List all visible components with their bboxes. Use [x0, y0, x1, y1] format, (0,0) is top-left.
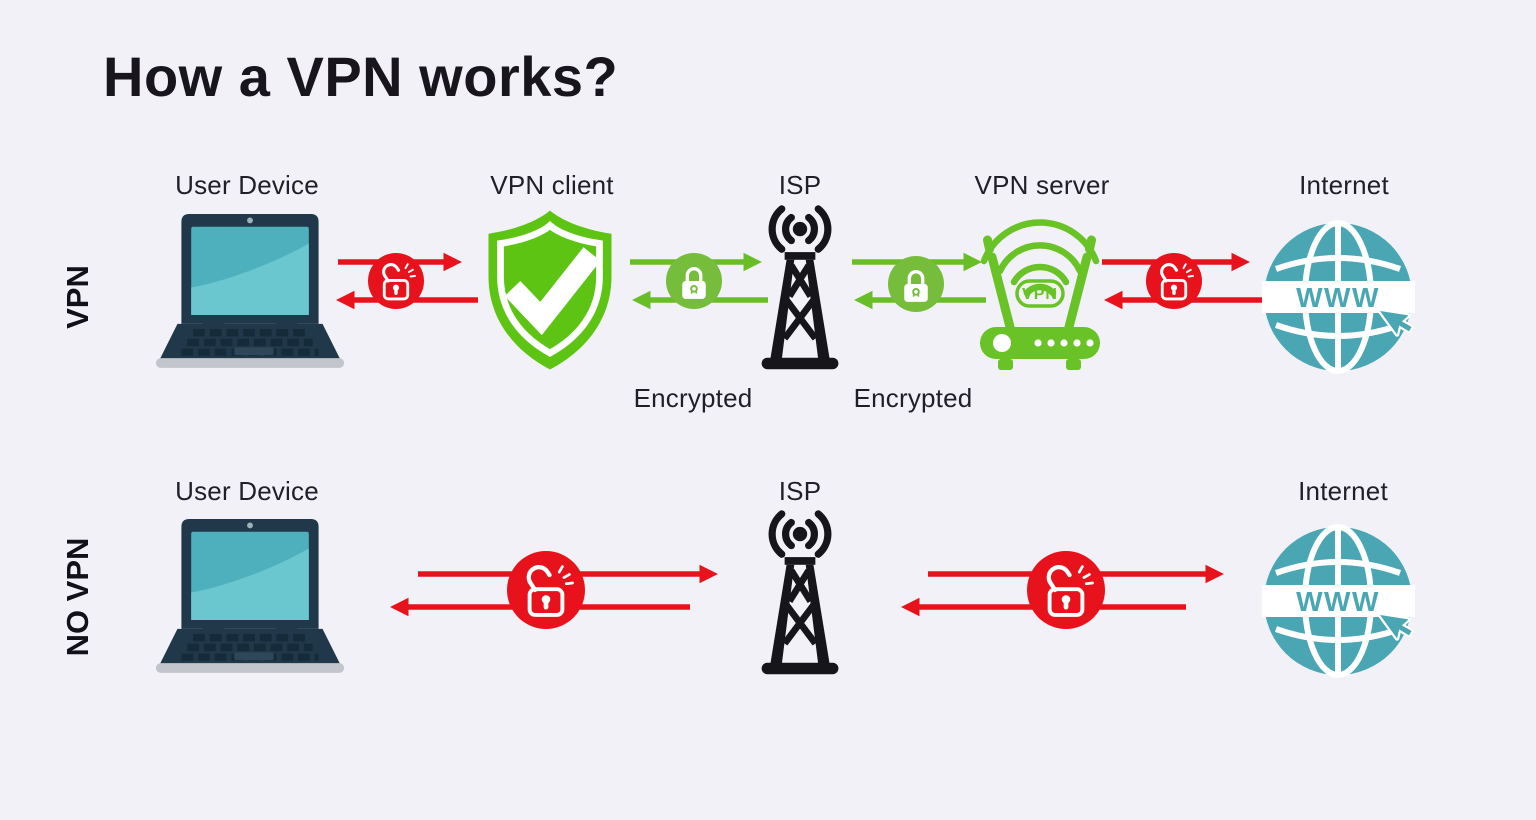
- label-vpn-server: VPN server: [974, 170, 1110, 200]
- label-user-device-vpn: User Device: [175, 170, 319, 200]
- label-internet-vpn: Internet: [1299, 170, 1389, 200]
- broken-lock-icon: [1146, 253, 1202, 309]
- laptop-icon: [152, 517, 348, 674]
- shield-check-icon: [475, 206, 625, 374]
- broken-lock-icon: [368, 253, 424, 309]
- caption-encrypted-2: Encrypted: [853, 383, 973, 413]
- caption-encrypted-1: Encrypted: [633, 383, 753, 413]
- www-globe-icon: [1262, 521, 1432, 686]
- page-title: How a VPN works?: [103, 45, 619, 108]
- broken-lock-icon: [1027, 551, 1105, 629]
- radio-tower-icon: [752, 204, 848, 377]
- broken-lock-icon: [507, 551, 585, 629]
- label-user-device-novpn: User Device: [175, 476, 319, 506]
- padlock-icon: [888, 256, 944, 312]
- vpn-router-icon: [962, 209, 1117, 379]
- radio-tower-icon: [752, 509, 848, 682]
- label-vpn-client: VPN client: [490, 170, 614, 200]
- www-globe-icon: [1262, 217, 1432, 382]
- label-internet-novpn: Internet: [1298, 476, 1388, 506]
- padlock-icon: [666, 253, 722, 309]
- label-isp-novpn: ISP: [778, 476, 822, 506]
- label-isp-vpn: ISP: [778, 170, 822, 200]
- laptop-icon: [152, 212, 348, 369]
